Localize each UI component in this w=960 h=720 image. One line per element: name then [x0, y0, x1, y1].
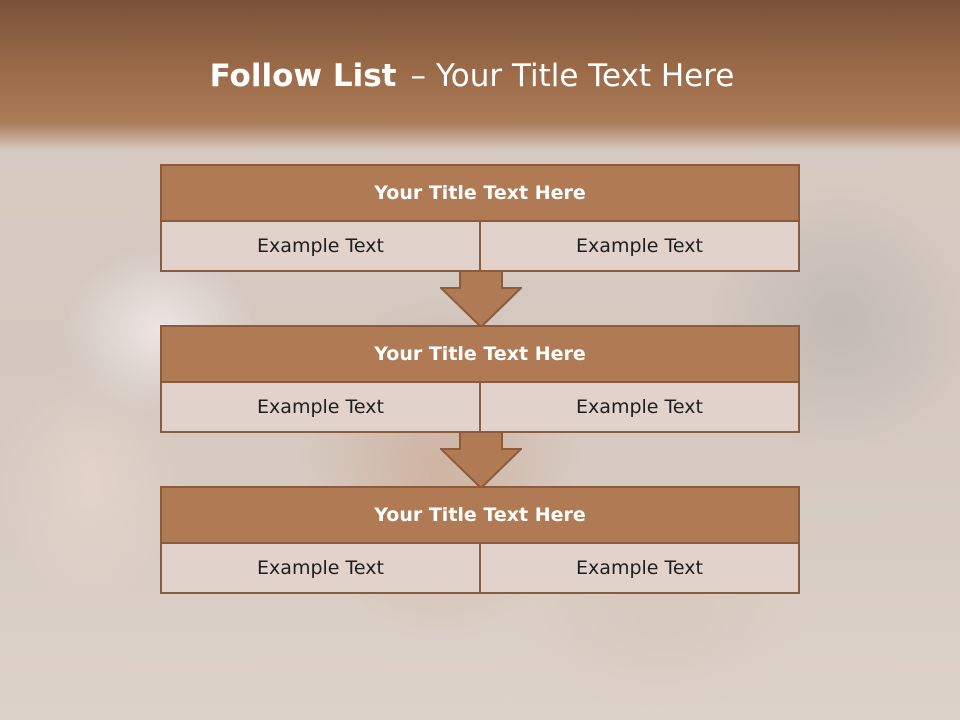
block-cell-right: Example Text [480, 222, 800, 272]
block-row: Example Text Example Text [160, 222, 800, 272]
block-title: Your Title Text Here [160, 325, 800, 383]
block-title: Your Title Text Here [160, 164, 800, 222]
list-block-3: Your Title Text Here Example Text Exampl… [160, 486, 800, 594]
down-arrow-icon [440, 431, 522, 489]
block-cell-right: Example Text [480, 383, 800, 433]
block-cell-left: Example Text [160, 383, 480, 433]
list-block-1: Your Title Text Here Example Text Exampl… [160, 164, 800, 272]
block-cell-right: Example Text [480, 544, 800, 594]
block-title: Your Title Text Here [160, 486, 800, 544]
title-bold: Follow List [209, 58, 397, 94]
list-block-2: Your Title Text Here Example Text Exampl… [160, 325, 800, 433]
block-cell-left: Example Text [160, 544, 480, 594]
title-rest: Your Title Text Here [435, 58, 735, 94]
title-separator: – [410, 58, 426, 94]
block-row: Example Text Example Text [160, 544, 800, 594]
block-cell-left: Example Text [160, 222, 480, 272]
page-title: Follow List–Your Title Text Here [0, 56, 944, 96]
down-arrow-icon [440, 270, 522, 328]
block-row: Example Text Example Text [160, 383, 800, 433]
header-band [0, 0, 960, 150]
